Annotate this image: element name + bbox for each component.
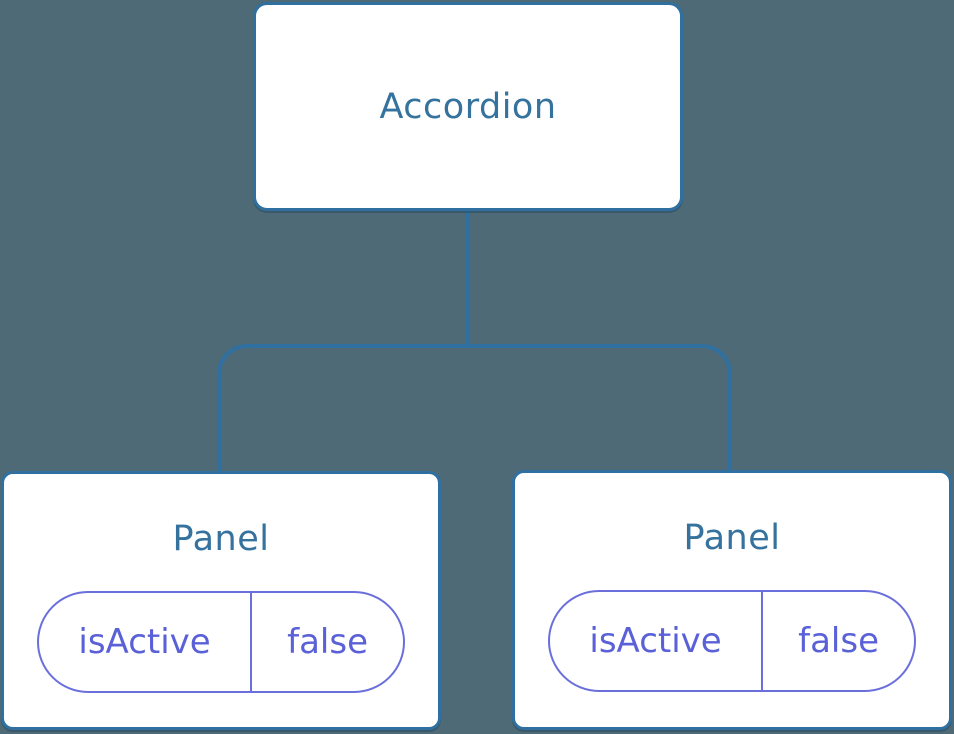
- tree-edge-branch: [217, 344, 732, 471]
- state-key-panel-2: isActive: [589, 621, 722, 661]
- node-label-panel-1: Panel: [172, 519, 270, 559]
- state-value-panel-2: false: [761, 592, 914, 690]
- state-value-panel-1: false: [250, 593, 403, 691]
- state-key-panel-1: isActive: [78, 622, 211, 662]
- component-node-panel-1: Panel isActive false: [1, 471, 441, 730]
- tree-edge-stem: [466, 211, 470, 346]
- component-node-panel-2: Panel isActive false: [512, 470, 952, 730]
- node-label-panel-2: Panel: [683, 518, 781, 558]
- state-pill-panel-1: isActive false: [37, 591, 405, 693]
- node-label-accordion: Accordion: [379, 86, 557, 127]
- state-pill-panel-2: isActive false: [548, 590, 916, 692]
- component-node-accordion: Accordion: [253, 2, 683, 211]
